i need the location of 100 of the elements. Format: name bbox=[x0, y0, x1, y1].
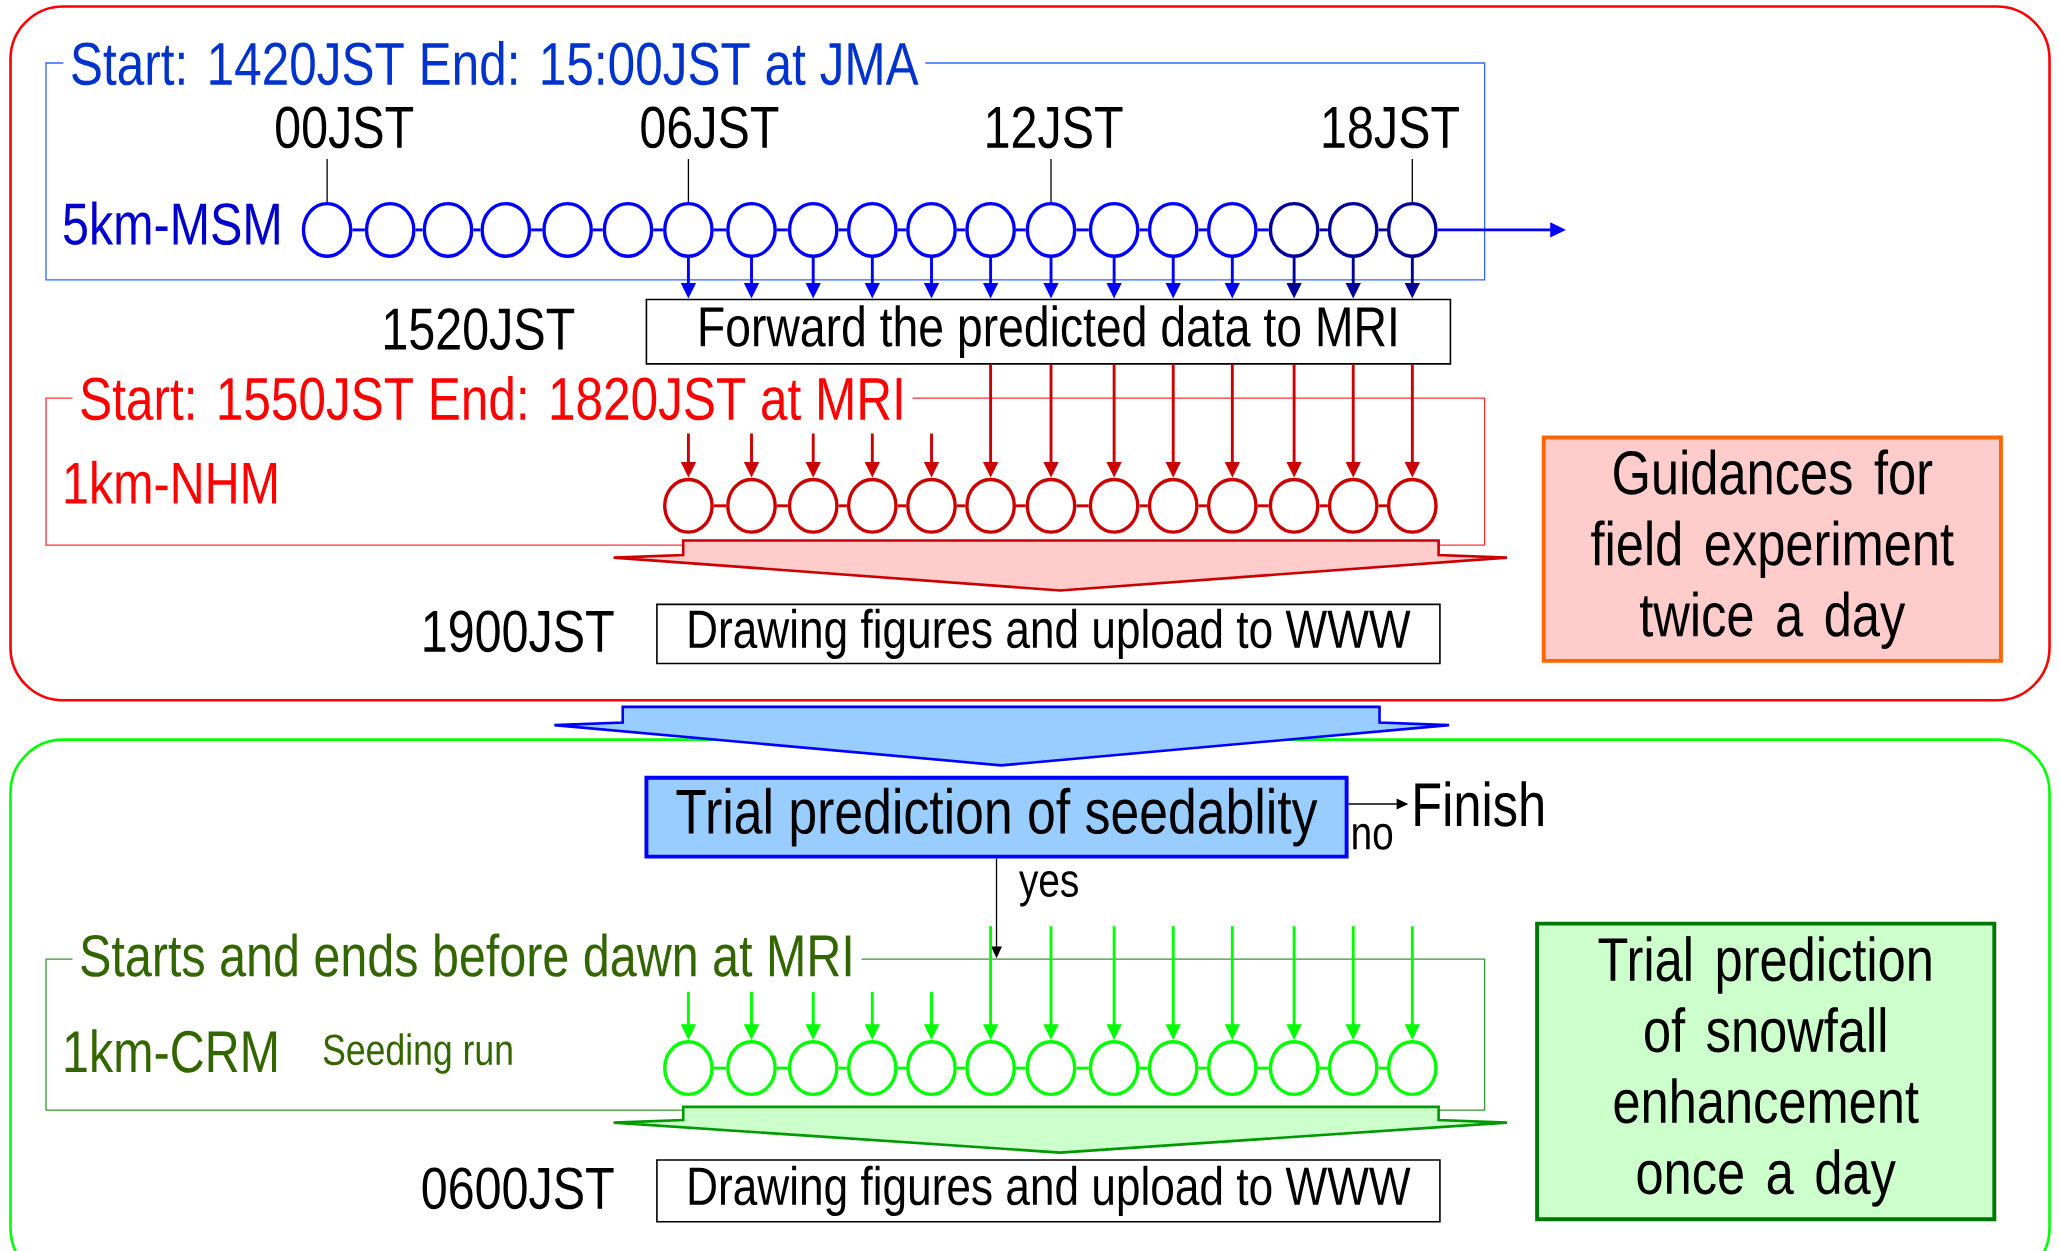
connector-line bbox=[1198, 1066, 1207, 1070]
timeline-circle bbox=[663, 1040, 714, 1097]
timeline-circle bbox=[846, 477, 898, 534]
connector-line bbox=[897, 228, 907, 232]
connector-line bbox=[1015, 1066, 1026, 1070]
timeline-circle bbox=[726, 477, 777, 534]
connector-line bbox=[838, 504, 847, 508]
process-box: Forward the predicted data to MRI bbox=[645, 298, 1452, 365]
timeline-circle bbox=[846, 201, 898, 258]
timeline-circle bbox=[1206, 201, 1258, 258]
edge-label: yes bbox=[1017, 869, 1081, 908]
timeline-circle bbox=[1147, 201, 1199, 258]
connector-line bbox=[1319, 228, 1328, 232]
edge-label: no bbox=[1349, 822, 1396, 852]
leader-line bbox=[1050, 158, 1052, 203]
timeline-circle bbox=[364, 201, 416, 258]
frame-heading: Starts and ends before dawn at MRI bbox=[72, 933, 862, 977]
connector-line bbox=[956, 504, 966, 508]
connector-line bbox=[1257, 504, 1269, 508]
note-box: Trial prediction of snowfall enhancement once a day bbox=[1535, 921, 1997, 1222]
timeline-circle bbox=[1206, 477, 1258, 534]
time-label: 1520JST bbox=[385, 308, 575, 350]
timeline-circle bbox=[663, 201, 714, 258]
timeline-circle bbox=[965, 477, 1016, 534]
connector-line bbox=[473, 228, 481, 232]
timeline-circle bbox=[906, 1040, 957, 1097]
time-label: 00JST bbox=[276, 106, 414, 149]
timeline-circle bbox=[1147, 477, 1199, 534]
leader-line bbox=[687, 158, 690, 203]
timeline-circle bbox=[1268, 1040, 1320, 1097]
timeline-circle bbox=[301, 201, 353, 258]
timeline-circle bbox=[1088, 1040, 1140, 1097]
timeline-circle bbox=[906, 477, 957, 534]
timeline-circle bbox=[965, 201, 1016, 258]
time-label: 06JST bbox=[641, 106, 779, 149]
timeline-circle bbox=[480, 201, 532, 258]
timeline-circle bbox=[422, 201, 474, 258]
leader-line bbox=[326, 158, 328, 203]
timeline-circle bbox=[663, 477, 714, 534]
connector-line bbox=[1076, 1066, 1089, 1070]
process-box: Drawing figures and upload to WWW bbox=[656, 603, 1441, 665]
block-arrow bbox=[612, 539, 1509, 592]
timeline-circle bbox=[1327, 1040, 1379, 1097]
model-name: 5km-MSM bbox=[63, 201, 279, 245]
decision-box: Trial prediction of seedablity bbox=[644, 775, 1349, 859]
timeline-circle bbox=[602, 201, 654, 258]
connector-line bbox=[1139, 504, 1148, 508]
timeline-circle bbox=[1025, 1040, 1077, 1097]
timeline-circle bbox=[1025, 201, 1077, 258]
connector-line bbox=[1139, 1066, 1148, 1070]
run-label: Seeding run bbox=[323, 1033, 512, 1074]
connector-line bbox=[713, 504, 727, 508]
timeline-circle bbox=[726, 1040, 777, 1097]
connector-line bbox=[531, 228, 543, 232]
timeline-circle bbox=[542, 201, 593, 258]
connector-line bbox=[897, 504, 907, 508]
connector-line bbox=[415, 228, 423, 232]
time-label: 1900JST bbox=[424, 610, 614, 653]
process-box: Drawing figures and upload to WWW bbox=[656, 1159, 1441, 1223]
connector-line bbox=[1015, 228, 1026, 232]
connector-line bbox=[838, 1066, 847, 1070]
connector-line bbox=[956, 228, 966, 232]
model-name: 1km-NHM bbox=[65, 460, 277, 504]
timeline-circle bbox=[787, 477, 839, 534]
model-name: 1km-CRM bbox=[65, 1029, 277, 1073]
connector-line bbox=[1257, 1066, 1269, 1070]
note-box: Guidances for field experiment twice a day bbox=[1541, 435, 2003, 663]
timeline-circle bbox=[787, 201, 839, 258]
frame-heading: Start: 1550JST End: 1820JST at MRI bbox=[72, 375, 913, 421]
connector-line bbox=[352, 228, 365, 232]
timeline-circle bbox=[1327, 201, 1379, 258]
connector-line bbox=[592, 228, 603, 232]
leader-line bbox=[1411, 158, 1413, 203]
connector-line bbox=[1076, 504, 1089, 508]
connector-line bbox=[776, 504, 788, 508]
block-arrow bbox=[553, 705, 1451, 767]
connector-line bbox=[776, 228, 788, 232]
connector-line bbox=[838, 228, 847, 232]
block-arrow bbox=[612, 1105, 1509, 1154]
connector-line bbox=[956, 1066, 966, 1070]
connector-line bbox=[713, 228, 727, 232]
connector-line bbox=[653, 228, 664, 232]
timeline-circle bbox=[1025, 477, 1077, 534]
connector-line bbox=[713, 1066, 727, 1070]
timeline-circle bbox=[1386, 201, 1438, 258]
connector-line bbox=[897, 1066, 907, 1070]
connector-line bbox=[1378, 228, 1387, 232]
time-label: 0600JST bbox=[422, 1167, 614, 1210]
connector-line bbox=[1378, 504, 1387, 508]
timeline-circle bbox=[1088, 201, 1140, 258]
time-label: 18JST bbox=[1323, 106, 1459, 149]
connector-line bbox=[1319, 1066, 1328, 1070]
connector-line bbox=[1198, 504, 1207, 508]
time-label: 12JST bbox=[987, 106, 1123, 149]
timeline-circle bbox=[726, 201, 777, 258]
timeline-circle bbox=[787, 1040, 839, 1097]
timeline-circle bbox=[965, 1040, 1016, 1097]
finish-label: Finish bbox=[1415, 781, 1543, 827]
timeline-circle bbox=[1386, 1040, 1438, 1097]
connector-line bbox=[776, 1066, 788, 1070]
